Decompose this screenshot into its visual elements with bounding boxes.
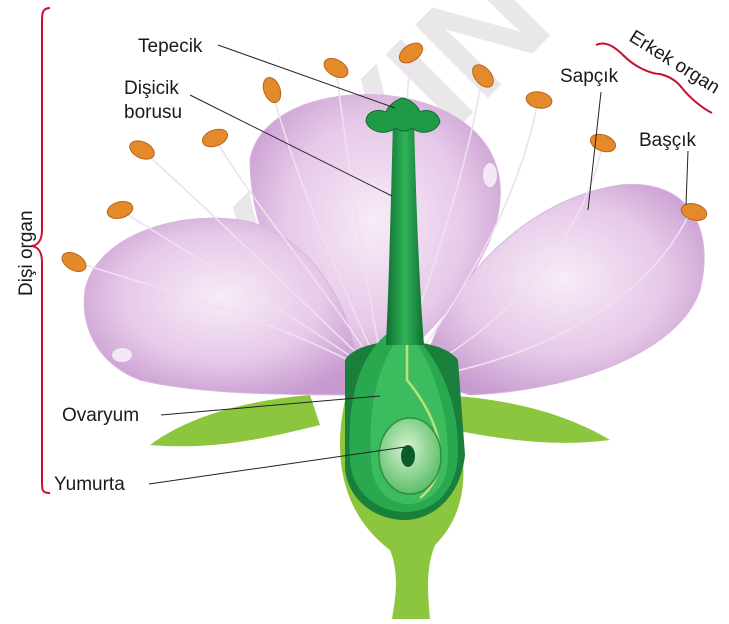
label-sapcik: Sapçık <box>560 66 619 87</box>
label-disicik-borusu-line1: Dişicik <box>124 78 179 99</box>
label-tepecik: Tepecik <box>138 36 203 57</box>
label-erkek-organ: Erkek organ <box>625 26 723 98</box>
petal-highlight <box>112 348 132 362</box>
label-ovaryum: Ovaryum <box>62 405 139 426</box>
egg-cell <box>401 445 415 467</box>
label-disi-organ: Dişi organ <box>16 210 37 296</box>
petal-highlight <box>483 163 497 187</box>
label-disicik-borusu-line2: borusu <box>124 102 182 123</box>
label-yumurta: Yumurta <box>54 474 125 495</box>
label-bascik: Başçık <box>639 130 697 151</box>
